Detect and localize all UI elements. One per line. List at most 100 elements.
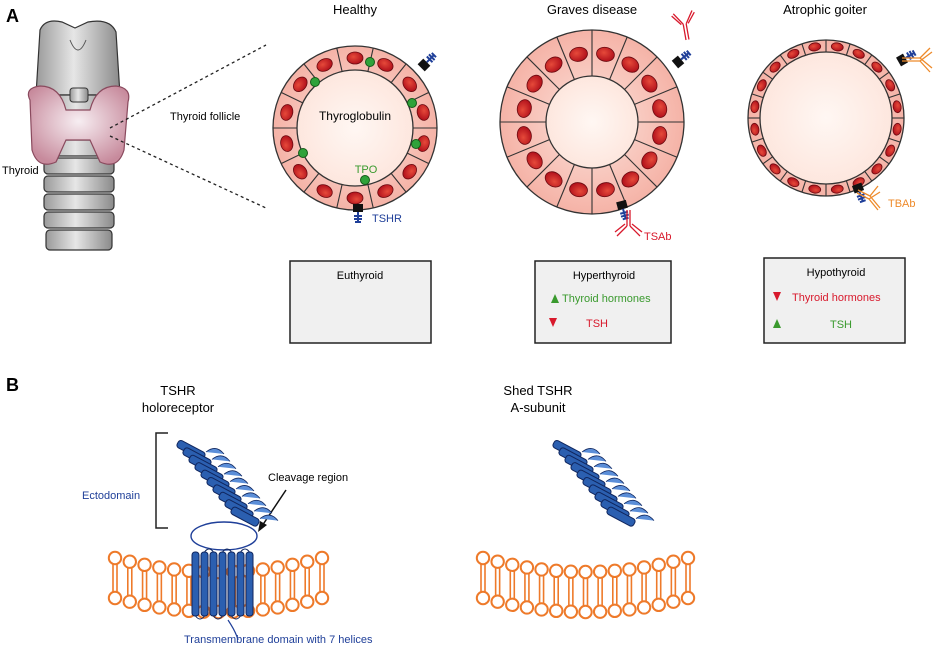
lrr-strand xyxy=(606,506,636,527)
tbab-antibody-bottom xyxy=(856,185,881,211)
nucleus xyxy=(885,144,896,157)
cell-border xyxy=(801,180,807,193)
nucleus xyxy=(280,104,294,121)
cell-border xyxy=(624,56,658,90)
lrr-strand xyxy=(230,506,260,527)
lipid-head xyxy=(563,604,579,619)
lrr-loop xyxy=(253,507,273,514)
helix-loop xyxy=(204,548,214,553)
cell-border xyxy=(845,43,851,56)
nucleus xyxy=(516,99,532,118)
tbab-label: TBAb xyxy=(888,198,916,210)
nucleus xyxy=(569,182,588,198)
helix-loop xyxy=(222,548,232,553)
lrr-loop xyxy=(587,455,607,462)
cell-border xyxy=(526,56,560,90)
nucleus xyxy=(769,163,781,175)
lrr-loop xyxy=(235,485,255,492)
tshr-receptor-icon xyxy=(616,199,629,221)
cell-border xyxy=(751,137,764,143)
cell-border xyxy=(390,63,407,83)
holo-title-2: holoreceptor xyxy=(142,400,215,415)
nucleus xyxy=(346,191,364,205)
helix xyxy=(236,551,245,617)
down-arrow-icon xyxy=(773,292,781,301)
receptor-body xyxy=(353,204,363,212)
nucleus xyxy=(808,42,822,52)
cell-border xyxy=(624,154,658,188)
cell-border xyxy=(779,171,788,182)
lrr-loop xyxy=(605,477,625,484)
healthy-follicle xyxy=(272,45,438,223)
nucleus xyxy=(787,177,800,188)
cell-border xyxy=(303,173,320,193)
lrr-loop xyxy=(611,485,631,492)
receptor-body xyxy=(851,182,865,194)
nucleus xyxy=(402,76,417,93)
down-arrow-icon xyxy=(549,318,557,327)
nucleus xyxy=(569,46,588,62)
lipid-head xyxy=(490,594,505,609)
nucleus xyxy=(544,171,563,188)
graves-title: Graves disease xyxy=(547,2,637,17)
nucleus xyxy=(652,99,668,118)
helix xyxy=(200,551,209,617)
lipid-head xyxy=(578,564,593,580)
lipid-head xyxy=(475,550,491,566)
graves-follicle xyxy=(499,29,692,221)
cleavage-loop xyxy=(190,521,258,551)
lipid-head xyxy=(255,602,271,617)
lipid-head xyxy=(137,597,152,613)
nucleus xyxy=(293,163,308,180)
nucleus xyxy=(830,42,844,52)
receptor-coil xyxy=(354,212,362,223)
lipid-head xyxy=(519,560,535,575)
lipid-head xyxy=(270,600,285,615)
lrr-loop xyxy=(205,448,225,455)
up-arrow-icon xyxy=(773,319,781,328)
thyroid-illustration xyxy=(27,20,130,251)
tpo-dot xyxy=(360,175,370,185)
zoom-line-bottom xyxy=(109,135,267,209)
lrr-loop xyxy=(241,492,261,499)
lrr-loop xyxy=(581,448,601,455)
atrophic-line1: Thyroid hormones xyxy=(792,292,881,304)
nucleus xyxy=(316,184,333,198)
nucleus xyxy=(892,100,902,114)
holo-title-1: TSHR xyxy=(160,383,195,398)
lipid-head xyxy=(107,590,123,606)
nucleus xyxy=(516,126,532,145)
atrophic-follicle xyxy=(747,39,917,204)
nucleus xyxy=(750,122,760,136)
follicle-lumen xyxy=(545,75,639,169)
nucleus xyxy=(808,184,822,194)
tpo-dot xyxy=(310,77,320,87)
shed-title-2: A-subunit xyxy=(511,400,566,415)
membrane-shed xyxy=(475,550,696,620)
helix-loop xyxy=(213,615,223,620)
lrr-loop xyxy=(223,470,243,477)
tpo-dot xyxy=(411,139,421,149)
receptor-body xyxy=(671,55,685,69)
tshr-receptor-icon xyxy=(896,49,917,67)
cell-border xyxy=(634,86,678,105)
nucleus xyxy=(280,135,294,152)
nucleus xyxy=(830,184,844,194)
cell-border xyxy=(879,71,890,80)
receptor-coil xyxy=(426,52,437,63)
lipid-head xyxy=(607,603,622,619)
cell-border xyxy=(336,184,343,209)
lipid-head xyxy=(490,554,505,569)
cell-border xyxy=(506,86,550,105)
nucleus xyxy=(641,74,658,93)
nucleus xyxy=(596,46,615,62)
nucleus xyxy=(885,79,896,92)
cell-border xyxy=(864,171,873,182)
lipid-head xyxy=(270,560,285,575)
lipid-head xyxy=(534,562,549,577)
lipid-head xyxy=(122,594,137,609)
shed-title-1: Shed TSHR xyxy=(503,383,572,398)
cleavage-label: Cleavage region xyxy=(268,472,348,484)
lrr-loop xyxy=(217,462,237,470)
cell-border xyxy=(864,54,873,65)
